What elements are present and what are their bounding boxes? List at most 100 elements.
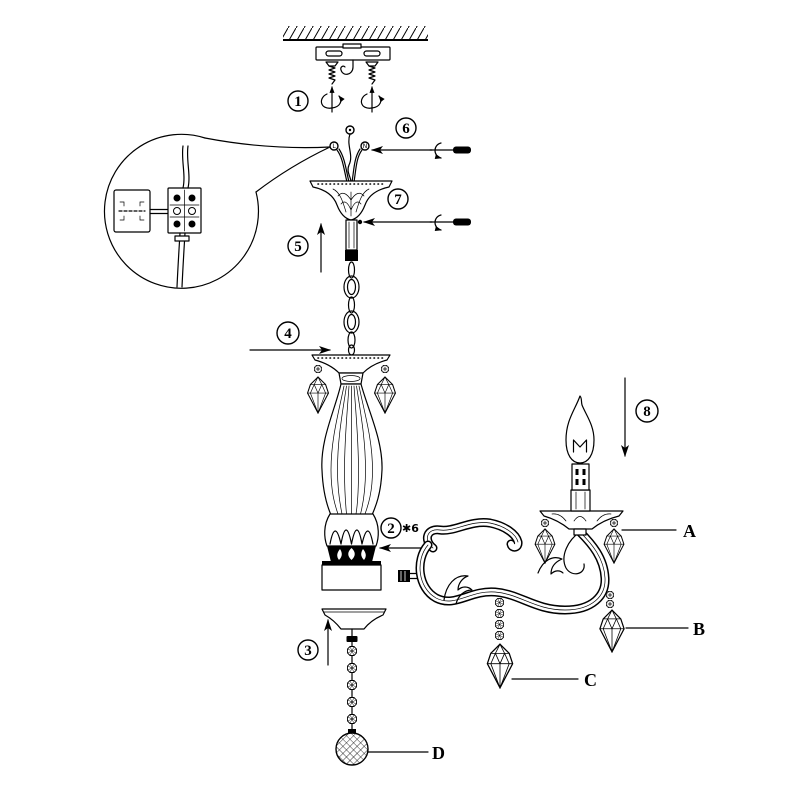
step-4-marker: 4	[249, 321, 331, 354]
canopy-stem-ribs	[348, 221, 355, 249]
screwdriver-handle	[453, 146, 471, 154]
terminal-block-divider	[169, 189, 200, 232]
pendant-b-bead	[606, 591, 614, 599]
lamp-socket	[571, 463, 590, 491]
screw-thread	[368, 65, 376, 85]
cup-bead-right	[610, 519, 618, 527]
chain-link	[343, 275, 360, 299]
step-number: 1	[294, 94, 302, 110]
socket-contact	[575, 469, 579, 475]
top-collar-ornament	[341, 375, 361, 382]
bobeche-stem	[573, 528, 587, 536]
cup-bead-left	[541, 519, 549, 527]
vase-flute	[344, 385, 350, 515]
live-terminal-label: L	[332, 143, 336, 150]
chain-link	[343, 310, 360, 334]
candle-arm	[398, 395, 625, 689]
callout-a: A	[621, 521, 696, 541]
step-circle	[635, 399, 659, 423]
callout-c: C	[511, 670, 597, 690]
ground-screw-dot	[348, 128, 352, 132]
vase-flute	[358, 385, 373, 515]
crystal-ball-cap	[348, 729, 356, 733]
screw-head	[325, 61, 339, 67]
callout-letter: B	[693, 619, 705, 639]
pendant-b	[599, 609, 625, 653]
chain: 4	[249, 261, 360, 356]
base-ring	[322, 561, 381, 565]
socket-contact	[575, 479, 579, 485]
ceiling-screw-right	[360, 61, 385, 113]
drop-bead	[347, 663, 357, 673]
chain-link	[347, 296, 356, 314]
step-number: 3	[304, 643, 312, 659]
drop-bead	[347, 680, 357, 690]
bobeche-ornament	[551, 513, 612, 522]
step-2-marker: 2 ✱6	[379, 517, 426, 552]
connector-link-wire	[149, 208, 169, 215]
screw-head	[365, 61, 379, 67]
arm-plug-thread	[400, 571, 406, 581]
screw-thread	[328, 65, 336, 85]
screwdriver-step-6	[371, 142, 471, 160]
terminal-screw	[188, 207, 196, 215]
canopy-set-screw	[357, 219, 363, 225]
bobeche-cup	[539, 510, 624, 530]
socket-contact	[582, 479, 586, 485]
cup-pendant-right	[603, 528, 625, 564]
callout-letter: C	[584, 670, 597, 690]
top-collar	[338, 372, 364, 385]
terminal-screw	[173, 207, 181, 215]
wiring-detail-magnifier	[103, 133, 331, 289]
rotation-arrow-icon	[360, 93, 385, 109]
body-hook-ring	[347, 344, 356, 356]
body-bead-right	[381, 365, 389, 373]
step-number: 4	[284, 326, 292, 342]
candle-sleeve	[570, 489, 591, 512]
step-number: 2	[387, 521, 395, 537]
terminal-screw	[188, 220, 196, 228]
arm-leaf-right	[537, 557, 564, 575]
body-pendant-left	[306, 376, 330, 414]
step-1-marker: 1	[287, 90, 309, 112]
chain-link-inner	[346, 313, 357, 331]
step-circle	[276, 321, 300, 345]
base-cylinder	[321, 564, 382, 591]
vase-flute	[353, 385, 359, 515]
step-circle	[287, 235, 309, 257]
bottom-bowl	[321, 608, 387, 630]
step-number: 8	[643, 404, 651, 420]
upper-scroll-band-line	[427, 522, 519, 549]
step-number: 5	[294, 239, 302, 255]
live-wire	[336, 148, 350, 183]
leaf-band-ornament	[329, 529, 374, 545]
pendant-c-bead	[495, 620, 504, 629]
canopy-assembly: L N 6 7	[287, 117, 471, 273]
neck-band-leaves	[337, 548, 366, 560]
vase-flute	[330, 385, 345, 515]
bracket-raised-center	[342, 43, 362, 49]
callout-letter: D	[432, 743, 445, 763]
neutral-wire	[351, 148, 363, 183]
step-6-marker: 6	[395, 117, 417, 139]
pendant-b-bead	[606, 600, 614, 608]
step-circle	[287, 90, 309, 112]
supply-wire	[181, 145, 190, 189]
wire-clamp	[174, 235, 190, 242]
bottom-finial-cap	[346, 636, 358, 642]
step-3-marker: 3	[297, 619, 332, 666]
crystal-ball	[335, 732, 369, 766]
arm-plug	[398, 570, 410, 582]
pendant-c-bead	[495, 609, 504, 618]
step-circle	[387, 188, 409, 210]
chain-link-inner	[346, 278, 357, 296]
bulb-filament	[572, 439, 588, 453]
vase-outline	[321, 383, 383, 516]
drop-bead	[347, 697, 357, 707]
vase-flute	[337, 385, 347, 515]
step-5-marker: 5	[287, 223, 325, 273]
step-number: 7	[394, 192, 402, 208]
bracket-slot-left	[325, 50, 343, 57]
terminal-screw	[173, 194, 181, 202]
screwdriver-step-7	[363, 214, 471, 232]
